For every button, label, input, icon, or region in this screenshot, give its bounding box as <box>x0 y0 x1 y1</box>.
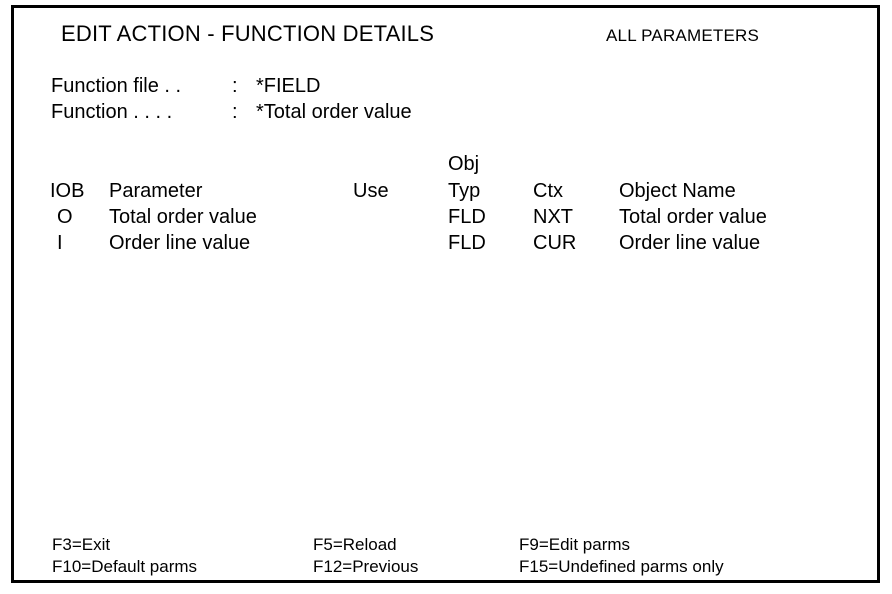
table-row-1-iob[interactable]: I <box>57 232 63 254</box>
parameter-mode-indicator: ALL PARAMETERS <box>606 26 760 45</box>
table-row-0-parameter[interactable]: Total order value <box>109 206 257 228</box>
page-title: EDIT ACTION - FUNCTION DETAILS <box>61 21 435 46</box>
column-header-iob: IOB <box>50 180 85 202</box>
function-key-f15[interactable]: F15=Undefined parms only <box>519 557 724 576</box>
column-header-use: Use <box>353 180 389 202</box>
column-header-obj-typ: Typ <box>448 180 481 202</box>
function-file-separator: : <box>232 75 238 97</box>
column-header-parameter: Parameter <box>109 180 203 202</box>
function-key-f9[interactable]: F9=Edit parms <box>519 535 631 554</box>
table-row-0-obj-typ[interactable]: FLD <box>448 206 486 228</box>
table-row-0-ctx[interactable]: NXT <box>533 206 573 228</box>
terminal-frame: EDIT ACTION - FUNCTION DETAILS ALL PARAM… <box>11 5 880 583</box>
function-label: Function . . . . <box>51 101 173 123</box>
function-separator: : <box>232 101 238 123</box>
table-row-1-obj-typ[interactable]: FLD <box>448 232 486 254</box>
function-key-f10[interactable]: F10=Default parms <box>52 557 198 576</box>
function-key-f3[interactable]: F3=Exit <box>52 535 111 554</box>
table-row-1-object-name[interactable]: Order line value <box>619 232 761 254</box>
function-file-label: Function file . . <box>51 75 182 97</box>
column-header-object-name: Object Name <box>619 180 736 202</box>
table-row-0-object-name[interactable]: Total order value <box>619 206 767 228</box>
function-key-f12[interactable]: F12=Previous <box>313 557 419 576</box>
function-key-f5[interactable]: F5=Reload <box>313 535 397 554</box>
column-header-obj-top: Obj <box>448 153 480 175</box>
function-value[interactable]: *Total order value <box>256 101 412 123</box>
table-row-0-iob[interactable]: O <box>57 206 73 228</box>
table-row-1-parameter[interactable]: Order line value <box>109 232 251 254</box>
column-header-ctx: Ctx <box>533 180 563 202</box>
table-row-1-ctx[interactable]: CUR <box>533 232 577 254</box>
function-file-value[interactable]: *FIELD <box>256 75 321 97</box>
